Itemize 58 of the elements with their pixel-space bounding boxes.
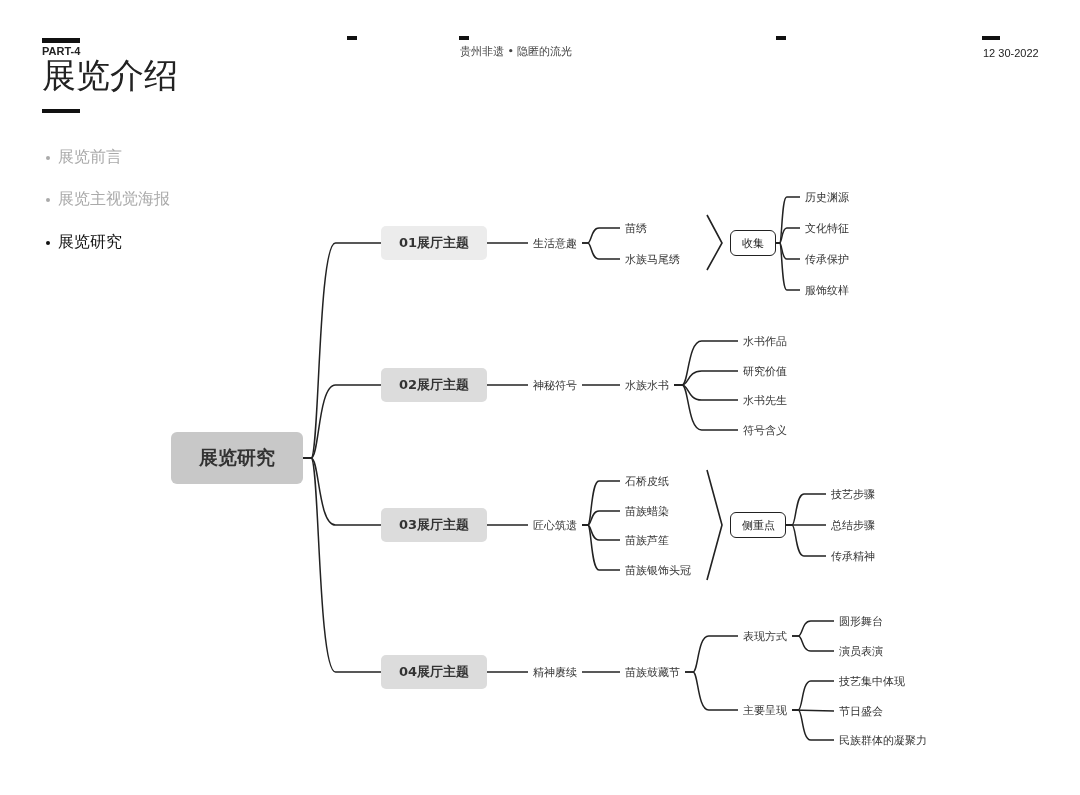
topic-label: 符号含义 bbox=[738, 420, 792, 440]
topic-label: 表现方式 bbox=[738, 626, 792, 646]
connector bbox=[581, 384, 621, 386]
connector bbox=[581, 671, 621, 673]
topic-label: 传承精神 bbox=[826, 546, 880, 566]
menu-item: 展览研究 bbox=[58, 232, 122, 253]
topic-label: 精神赓续 bbox=[528, 662, 582, 682]
topic-label: 历史渊源 bbox=[800, 187, 854, 207]
page-title: 展览介绍 bbox=[42, 58, 178, 92]
connector bbox=[791, 635, 835, 652]
root-topic-box: 展览研究 bbox=[171, 432, 303, 484]
topic-label: 节日盛会 bbox=[834, 701, 888, 721]
connector bbox=[791, 709, 835, 741]
topic-label: 匠心筑遗 bbox=[528, 515, 582, 535]
topic-label: 水族水书 bbox=[620, 375, 674, 395]
topic-box: 03展厅主题 bbox=[381, 508, 487, 542]
connector bbox=[302, 457, 382, 673]
outlined-box: 侧重点 bbox=[730, 512, 786, 538]
topic-label: 传承保护 bbox=[800, 249, 854, 269]
topic-label: 技艺步骤 bbox=[826, 484, 880, 504]
topic-label: 水书先生 bbox=[738, 390, 792, 410]
topic-label: 苗族蜡染 bbox=[620, 501, 674, 521]
topic-label: 苗族鼓藏节 bbox=[620, 662, 685, 682]
topic-label: 服饰纹样 bbox=[800, 280, 854, 300]
menu-item: 展览前言 bbox=[58, 147, 122, 168]
topic-label: 水族马尾绣 bbox=[620, 249, 685, 269]
date-text: 12 30-2022 bbox=[983, 47, 1039, 59]
topic-label: 研究价值 bbox=[738, 361, 792, 381]
section-number: PART-4 bbox=[42, 45, 81, 57]
topic-label: 苗族银饰头冠 bbox=[620, 560, 696, 580]
topic-box: 02展厅主题 bbox=[381, 368, 487, 402]
connector bbox=[486, 384, 529, 386]
connector bbox=[684, 671, 739, 711]
topic-label: 水书作品 bbox=[738, 331, 792, 351]
topic-label: 演员表演 bbox=[834, 641, 888, 661]
connector bbox=[486, 242, 529, 244]
connector bbox=[486, 524, 529, 526]
topic-label: 苗族芦笙 bbox=[620, 530, 674, 550]
connector bbox=[581, 524, 621, 571]
topic-label: 文化特征 bbox=[800, 218, 854, 238]
topic-box: 01展厅主题 bbox=[381, 226, 487, 260]
topic-label: 主要呈现 bbox=[738, 700, 792, 720]
topic-box: 04展厅主题 bbox=[381, 655, 487, 689]
header-text: 贵州非遗 • 隐匿的流光 bbox=[460, 44, 573, 59]
topic-label: 技艺集中体现 bbox=[834, 671, 910, 691]
outlined-box: 收集 bbox=[730, 230, 776, 256]
connector bbox=[581, 242, 621, 260]
connector bbox=[785, 524, 827, 557]
connector bbox=[486, 671, 529, 673]
topic-label: 民族群体的凝聚力 bbox=[834, 730, 932, 750]
topic-label: 圆形舞台 bbox=[834, 611, 888, 631]
menu-item: 展览主视觉海报 bbox=[58, 189, 170, 210]
topic-label: 苗绣 bbox=[620, 218, 652, 238]
connector bbox=[673, 384, 739, 431]
topic-label: 神秘符号 bbox=[528, 375, 582, 395]
topic-label: 生活意趣 bbox=[528, 233, 582, 253]
topic-label: 石桥皮纸 bbox=[620, 471, 674, 491]
topic-label: 总结步骤 bbox=[826, 515, 880, 535]
